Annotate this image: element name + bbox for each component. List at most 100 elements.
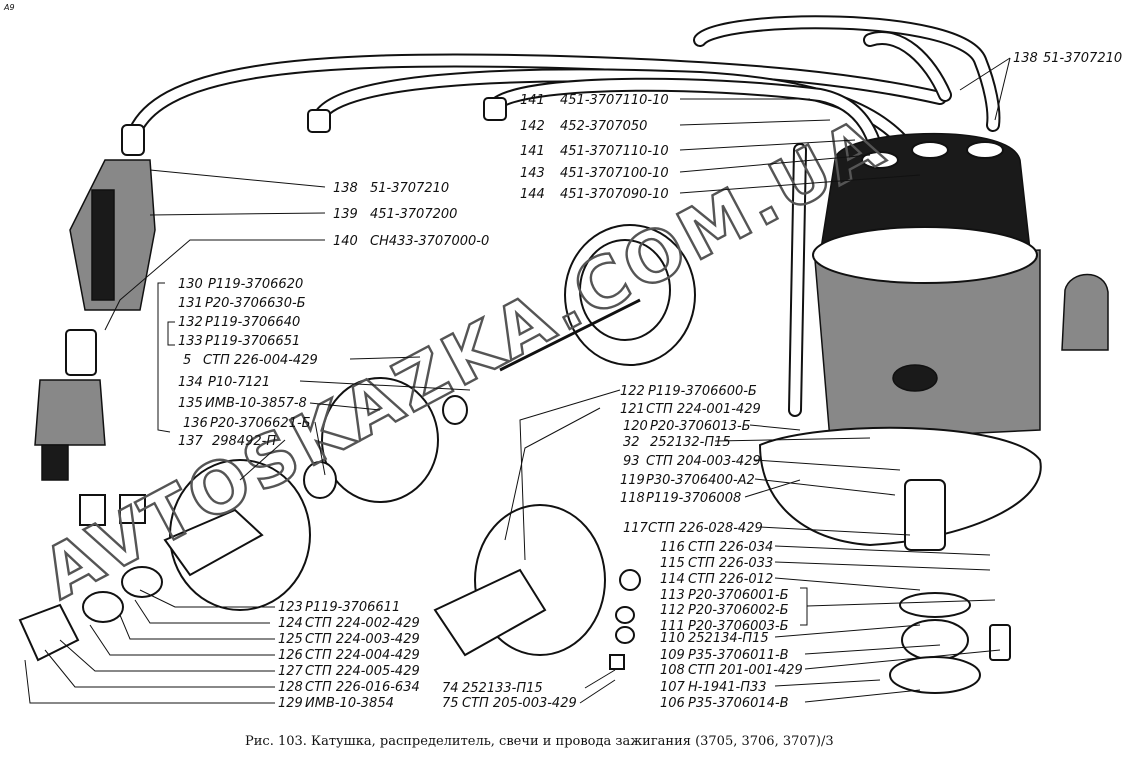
coil-distributor-body: [758, 132, 1109, 694]
label-code: Р20-3706002-Б: [688, 603, 789, 618]
label-num: 129: [278, 696, 303, 711]
label-code: 51-3707210: [1043, 51, 1122, 66]
label-code: 451-3707090-10: [560, 187, 669, 202]
label-num: 111: [660, 619, 685, 634]
label-num: 136: [183, 416, 208, 431]
label-code: Р35-3706014-В: [688, 696, 789, 711]
label-num: 138: [333, 181, 358, 196]
label-code: СТП 224-002-429: [305, 616, 420, 631]
label-num: 110: [660, 631, 685, 646]
label-code: ИМВ-10-3854: [305, 696, 394, 711]
label-num: 144: [520, 187, 545, 202]
label-code: Р119-3706651: [205, 334, 300, 349]
label-code: СН433-3707000-0: [370, 234, 489, 249]
label-num: 141: [520, 93, 545, 108]
label-code: СТП 226-028-429: [648, 521, 763, 536]
label-num: 127: [278, 664, 304, 679]
label-num: 121: [620, 402, 645, 417]
label-code: Р20-3706003-Б: [688, 619, 789, 634]
label-code: Р20-3706013-Б: [650, 419, 751, 434]
label-code: 451-3707110-10: [560, 144, 669, 159]
label-num: 118: [620, 491, 645, 506]
label-code: Р20-3706621-Б: [210, 416, 311, 431]
label-num: 115: [660, 556, 685, 571]
label-code: Н-1941-П33: [688, 680, 767, 695]
breaker-plates: [18, 224, 696, 670]
label-num: 112: [660, 603, 685, 618]
label-num: 114: [660, 572, 685, 587]
label-code: 252133-П15: [462, 681, 543, 696]
label-code: Р119-3706611: [305, 600, 400, 615]
label-num: 141: [520, 144, 545, 159]
label-code: 451-3707100-10: [560, 166, 669, 181]
label-code: Р119-3706640: [205, 315, 300, 330]
label-num: 113: [660, 588, 685, 603]
label-num: 119: [620, 473, 645, 488]
label-num: 124: [278, 616, 303, 631]
label-num: 135: [178, 396, 203, 411]
label-code: СТП 226-004-429: [203, 353, 318, 368]
label-num: 32: [623, 435, 640, 450]
label-code: СТП 226-016-634: [305, 680, 420, 695]
label-code: Р119-3706620: [208, 277, 303, 292]
label-num: 139: [333, 207, 358, 222]
label-code: 451-3707110-10: [560, 93, 669, 108]
label-code: 298492-П: [212, 434, 276, 449]
label-code: Р30-3706400-А2: [646, 473, 755, 488]
label-num: 126: [278, 648, 303, 663]
spark-plug-assembly: [34, 124, 156, 481]
label-num: 131: [178, 296, 203, 311]
corner-mark: A9: [3, 3, 15, 12]
label-num: 117: [623, 521, 649, 536]
label-code: Р20-3706630-Б: [205, 296, 306, 311]
label-code: Р35-3706011-В: [688, 648, 789, 663]
label-code: СТП 226-033: [688, 556, 773, 571]
label-num: 133: [178, 334, 203, 349]
label-num: 75: [442, 696, 459, 711]
watermark: AVTOSKAZKA.COM.UA: [29, 101, 898, 615]
label-num: 123: [278, 600, 303, 615]
ignition-wires: [125, 15, 1001, 417]
part-labels: 138 51-3707210 141 451-3707110-10 142 45…: [178, 51, 1122, 711]
label-code: Р119-3706600-Б: [648, 384, 757, 399]
label-code: СТП 224-001-429: [646, 402, 761, 417]
label-code: СТП 224-005-429: [305, 664, 420, 679]
label-num: 137: [178, 434, 204, 449]
label-num: 108: [660, 663, 685, 678]
label-code: СТП 204-003-429: [646, 454, 761, 469]
label-code: СТП 226-012: [688, 572, 773, 587]
label-num: 128: [278, 680, 303, 695]
label-code: СТП 205-003-429: [462, 696, 577, 711]
label-num: 140: [333, 234, 358, 249]
label-num: 134: [178, 375, 203, 390]
figure-caption: Рис. 103. Катушка, распределитель, свечи…: [245, 734, 834, 749]
label-num: 132: [178, 315, 203, 330]
label-num: 122: [620, 384, 645, 399]
label-code: ИМВ-10-3857-8: [205, 396, 307, 411]
label-num: 106: [660, 696, 685, 711]
label-code: СТП 224-004-429: [305, 648, 420, 663]
label-num: 130: [178, 277, 203, 292]
label-num: 5: [183, 353, 191, 368]
label-num: 109: [660, 648, 685, 663]
label-num: 74: [442, 681, 459, 696]
label-num: 120: [623, 419, 648, 434]
label-code: 252134-П15: [688, 631, 769, 646]
label-code: 451-3707200: [370, 207, 457, 222]
label-num: 116: [660, 540, 685, 555]
label-code: СТП 226-034: [688, 540, 773, 555]
label-num: 142: [520, 119, 545, 134]
label-code: 452-3707050: [560, 119, 647, 134]
label-code: Р119-3706008: [646, 491, 741, 506]
label-num: 107: [660, 680, 686, 695]
label-code: СТП 224-003-429: [305, 632, 420, 647]
label-code: Р20-3706001-Б: [688, 588, 789, 603]
label-num: 138: [1013, 51, 1038, 66]
label-num: 93: [623, 454, 640, 469]
label-code: СТП 201-001-429: [688, 663, 803, 678]
label-num: 143: [520, 166, 545, 181]
leader-lines: [24, 57, 1011, 704]
label-num: 125: [278, 632, 303, 647]
label-code: 51-3707210: [370, 181, 449, 196]
